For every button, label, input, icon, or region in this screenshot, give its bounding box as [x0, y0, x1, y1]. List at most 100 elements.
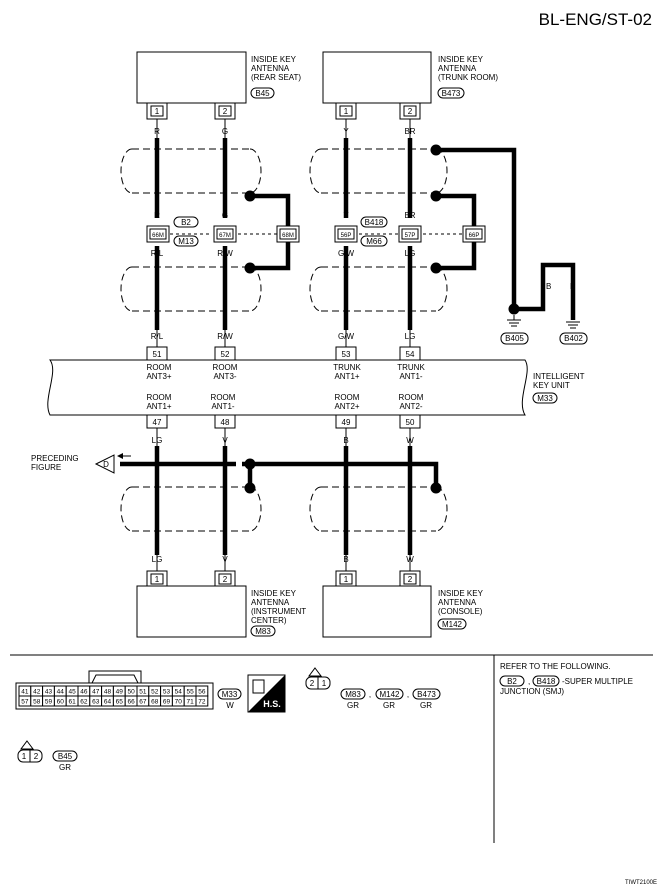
junction-pin: 66P: [469, 233, 480, 239]
wire-color-label: LG: [152, 555, 163, 564]
connector-cell-label: 68: [151, 699, 159, 706]
antenna-trunk-room: INSIDE KEY ANTENNA (TRUNK ROOM) B473 1 2: [322, 51, 498, 120]
rear-seat-line-3: (REAR SEAT): [251, 73, 301, 82]
connector-cell-label: 60: [57, 699, 65, 706]
refer-connector: B2: [507, 677, 517, 686]
connector-cell-label: 61: [68, 699, 76, 706]
ground-wire-color: B: [570, 282, 575, 291]
two-pin-connector: M142: [379, 690, 400, 699]
svg-text:,: ,: [369, 690, 371, 699]
wire-color-label: G: [222, 127, 228, 136]
connector-cell: [195, 695, 209, 707]
trunk-line-2: ANTENNA: [438, 64, 477, 73]
junction-connector: M13: [178, 237, 194, 246]
unit-pin-label: ROOM: [213, 363, 238, 372]
b45-connector: B45: [58, 752, 73, 761]
m33-color: W: [226, 701, 234, 710]
unit-pin-label: ROOM: [147, 393, 172, 402]
connector-cell-label: 52: [151, 689, 159, 696]
connector-cell-label: 59: [45, 699, 53, 706]
wire-color-label: LG: [405, 249, 416, 258]
wire-color-label: R: [154, 211, 160, 220]
connector-cell-label: 58: [33, 699, 41, 706]
unit-pin: 47: [153, 418, 162, 427]
wire-color-label: W: [406, 555, 414, 564]
unit-pin-label: ANT1+: [334, 372, 359, 381]
wire-color-label: Y: [343, 211, 349, 220]
wire-color-label: B: [343, 436, 348, 445]
ground-connector: B402: [564, 334, 583, 343]
unit-pin-label: ANT1-: [399, 372, 422, 381]
unit-pin: 51: [153, 350, 162, 359]
top-wire-colors: R G Y BR R G Y BR R/L R/W G/W LG R/L R/W…: [151, 127, 416, 341]
grounds: B B B405 B402: [500, 262, 588, 345]
unit-pin-label: ROOM: [147, 363, 172, 372]
connector-cell-label: 53: [163, 689, 171, 696]
hs-label: H.S.: [263, 699, 281, 709]
shield-drain-bottom: D PRECEDING FIGURE: [31, 453, 442, 494]
lower-wires: LG V B W LG V B W: [152, 428, 414, 571]
unit-pin-label: TRUNK: [397, 363, 425, 372]
console-line-3: (CONSOLE): [438, 607, 483, 616]
top-wires: [154, 119, 413, 347]
m33-connector: M33: [222, 690, 238, 699]
wire-color-label: LG: [152, 436, 163, 445]
trunk-pin-1: 1: [344, 107, 349, 116]
face-pin: 2: [34, 752, 39, 761]
connector-cell-label: 54: [175, 689, 183, 696]
unit-pin-label: ANT2-: [399, 402, 422, 411]
junction-pin: 66M: [152, 233, 164, 239]
preceding-line-2: FIGURE: [31, 463, 61, 472]
junction-pin: 57P: [405, 233, 416, 239]
connector-cell-label: 67: [139, 699, 147, 706]
unit-pin-label: ANT1+: [146, 402, 171, 411]
junction-connector: B418: [365, 218, 384, 227]
console-pin-2: 2: [408, 575, 413, 584]
shield-drains-top: [244, 144, 517, 305]
connector-cell-label: 47: [92, 689, 100, 696]
connector-cell-label: 64: [104, 699, 112, 706]
connector-cell-label: 50: [127, 689, 135, 696]
wire-color-label: Y: [343, 127, 349, 136]
unit-pin-label: ANT3+: [146, 372, 171, 381]
intelligent-key-unit: INTELLIGENT KEY UNIT M33 51 52 53 54 ROO…: [47, 346, 585, 429]
connector-cell-label: 62: [80, 699, 88, 706]
refer-desc-2: JUNCTION (SMJ): [500, 687, 564, 696]
b45-color: GR: [59, 763, 71, 772]
wire-color-label: B: [343, 555, 348, 564]
connector-cell-label: 63: [92, 699, 100, 706]
two-pin-color: GR: [383, 701, 395, 710]
face-pin: 2: [310, 679, 315, 688]
unit-pin-label: ANT3-: [213, 372, 236, 381]
console-pin-1: 1: [344, 575, 349, 584]
trunk-line-3: (TRUNK ROOM): [438, 73, 498, 82]
antenna-instrument-center: 1 2 INSIDE KEY ANTENNA (INSTRUMENT CENTE…: [136, 570, 306, 638]
rear-seat-pin-1: 1: [155, 107, 160, 116]
diagram-id: BL-ENG/ST-02: [539, 10, 652, 29]
ground-connector: B405: [505, 334, 524, 343]
unit-pin: 53: [342, 350, 351, 359]
connector-cell-label: 48: [104, 689, 112, 696]
connector-cell-label: 65: [116, 699, 124, 706]
connector-cell-label: 56: [198, 689, 206, 696]
svg-text:,: ,: [407, 690, 409, 699]
unit-pin: 54: [406, 350, 415, 359]
wire-color-label: BR: [404, 127, 415, 136]
trunk-pin-2: 2: [408, 107, 413, 116]
unit-pin-label: ANT1-: [211, 402, 234, 411]
refer-title: REFER TO THE FOLLOWING.: [500, 662, 611, 671]
console-connector: M142: [442, 620, 463, 629]
twisted-pair-shields-bottom: [120, 486, 448, 532]
unit-pin-label: ROOM: [399, 393, 424, 402]
wire-color-label: R: [154, 127, 160, 136]
unit-pin-label: ANT2+: [334, 402, 359, 411]
rear-seat-line-2: ANTENNA: [251, 64, 290, 73]
unit-line-2: KEY UNIT: [533, 381, 570, 390]
instrument-connector: M83: [255, 627, 271, 636]
antenna-rear-seat: INSIDE KEY ANTENNA (REAR SEAT) B45 1 2: [136, 51, 301, 120]
connector-cell-label: 43: [45, 689, 53, 696]
instrument-line-1: INSIDE KEY: [251, 589, 297, 598]
junction-connector: B2: [181, 218, 191, 227]
connector-cell-label: 55: [186, 689, 194, 696]
